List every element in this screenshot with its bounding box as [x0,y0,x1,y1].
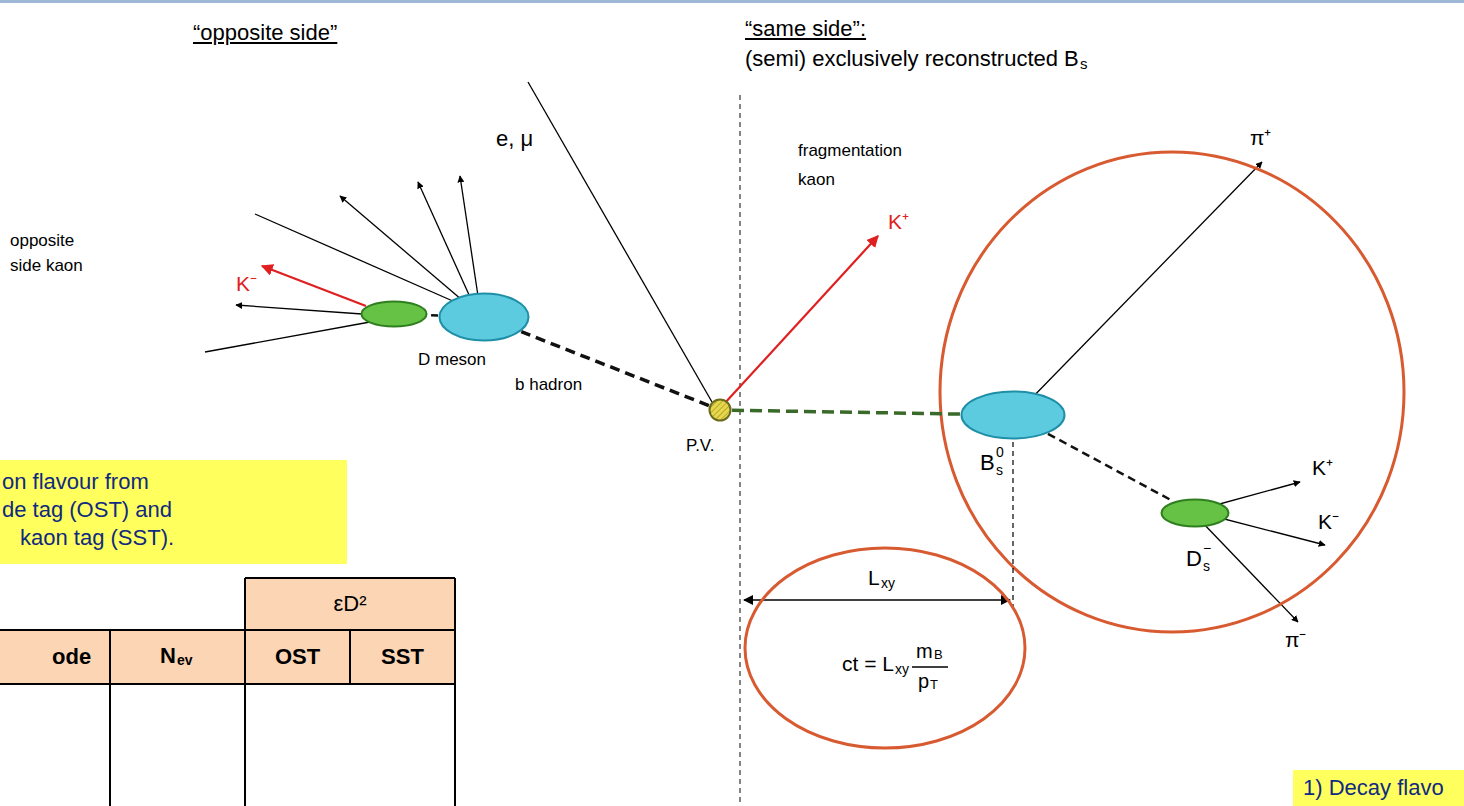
separator-line [739,95,740,806]
vertex-ellipse [438,292,530,342]
vertex-shape [362,302,427,327]
particle-label: K⁻ [236,272,257,296]
track [340,196,462,300]
decay-path [1048,434,1173,501]
note-text: 1) Decay flavo [1303,774,1456,802]
vertex-shape [1162,500,1229,527]
highlight-circle [745,548,1025,748]
primary-vertex: P.V. [708,398,732,422]
note-text: de tag (OST) and [2,496,337,524]
table-cell: N [160,643,176,668]
formula: ct = L [842,652,894,676]
vertex-label: D [1186,546,1202,571]
dimension-tick [1012,442,1013,612]
dimension-label: L [868,566,880,590]
table-grid [0,578,455,806]
particle-label: K⁺ [888,210,909,234]
vertex-label: b hadron [515,375,582,395]
vertex-label: s [1203,558,1210,574]
track [418,182,470,297]
vertex-shape [962,392,1065,439]
particle-label: K⁻ [1318,510,1339,534]
b-hadron-vertex: b hadron [438,292,530,342]
vertex-ellipse [708,398,732,422]
particle-label: π⁺ [1250,126,1272,150]
track [255,214,455,302]
decay-path [521,332,709,406]
track [205,322,370,352]
track [460,176,478,296]
vertex-ellipse [1160,498,1230,528]
particle-label: π⁻ [1285,628,1307,652]
table-row [0,630,455,684]
formula: p [918,670,929,693]
vertex-label: B [980,450,995,475]
highlight-box: 1) Decay flavo [1293,770,1464,806]
table-cell [245,578,455,630]
highlight-box: on flavour fromde tag (OST) andkaon tag … [0,460,347,564]
vertex-label: 0 [996,444,1004,460]
note-text: on flavour from [2,468,337,496]
vertex-shape [710,400,731,421]
fraction-bar [912,666,948,668]
vertex-label: s [996,462,1003,478]
subscript: s [1080,55,1088,72]
side-heading: “same side”: [745,16,866,41]
subscript: xy [895,661,909,677]
subscript: B [934,648,943,663]
vertex-ellipse [360,300,428,328]
kaon-track [724,236,878,404]
subscript: ev [177,652,193,668]
ds-vertex: D−s [1160,498,1230,528]
side-heading: “opposite side” [193,20,337,45]
decay-path [732,410,960,414]
table-cell: ode [52,644,91,669]
particle-label: K⁺ [1312,456,1333,480]
vertex-label: − [1203,540,1211,556]
track [1025,162,1262,405]
particle-label: e, μ [496,126,533,151]
table-cell: OST [245,644,350,669]
vertex-label: D meson [418,350,486,370]
bs-vertex: B0s [960,390,1066,440]
track-label: opposite side kaon [10,228,110,278]
subscript: xy [881,575,895,591]
highlight-circle [940,152,1404,632]
note-text: kaon tag (SST). [2,524,337,552]
track-label: fragmentation kaon [798,136,916,194]
vertex-ellipse [960,390,1066,440]
vertex-shape [440,294,529,341]
track [1200,520,1298,622]
track [528,82,712,402]
subheading: (semi) exclusively reconstructed B [745,46,1079,71]
d-meson-vertex: D meson [360,300,428,328]
dimension-line [744,599,1010,601]
track [236,305,362,314]
kaon-track [262,266,366,306]
table-header: εD² [245,591,455,616]
table-cell: SST [350,644,455,669]
formula: m [916,640,933,663]
decay-path [428,314,438,317]
vertex-label: P.V. [686,436,714,456]
header-edge [0,0,1464,3]
subscript: T [930,678,938,693]
